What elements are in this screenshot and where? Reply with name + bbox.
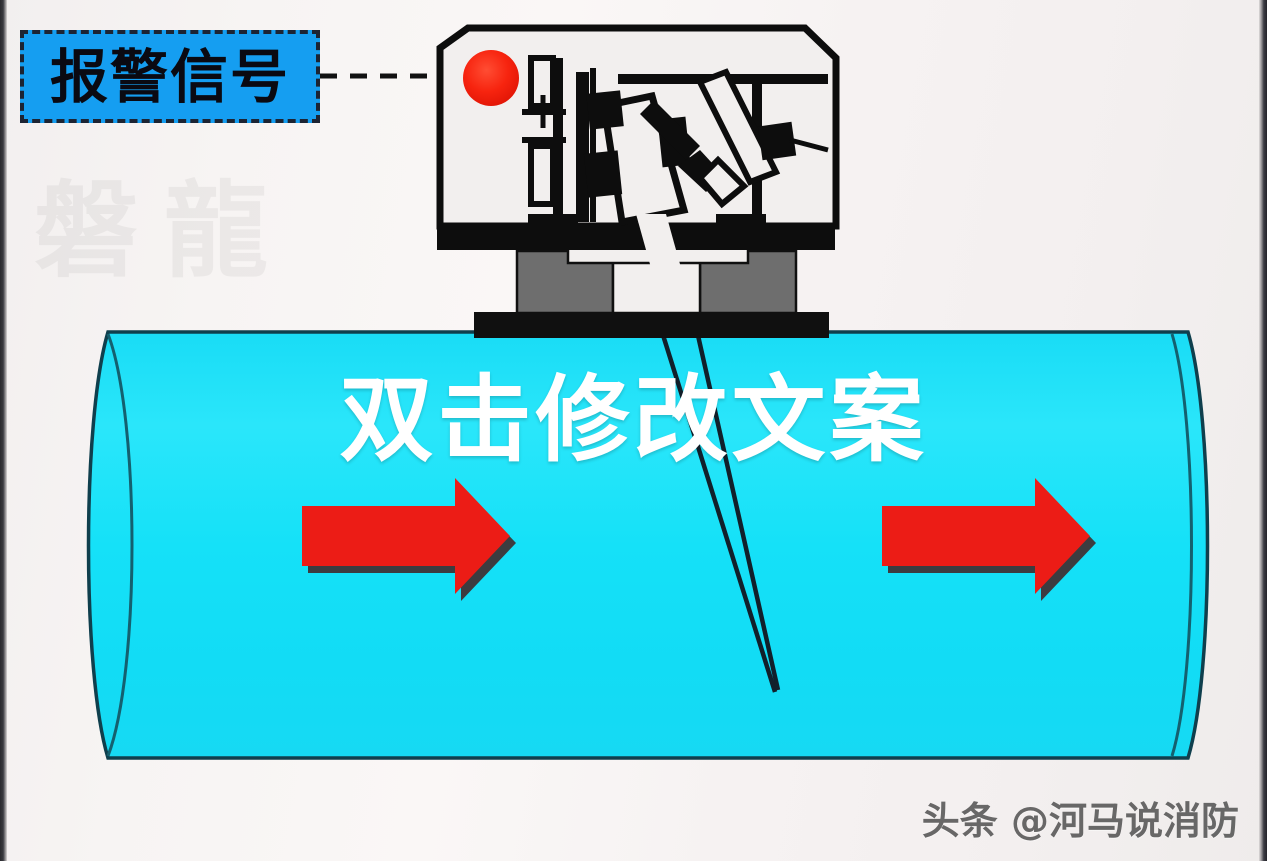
background-watermark-text: 磐龍 bbox=[34, 146, 294, 297]
device-base-plate bbox=[474, 312, 829, 338]
left-edge-border bbox=[0, 0, 7, 861]
caption-overlay-text[interactable]: 双击修改文案 bbox=[339, 366, 928, 475]
pipe-left-seam bbox=[106, 333, 134, 757]
probe-rods bbox=[649, 299, 781, 693]
pipe-body bbox=[86, 330, 1210, 760]
flow-arrow-right bbox=[882, 478, 1096, 601]
pipe-right-seam bbox=[1170, 333, 1193, 757]
device-flange bbox=[437, 226, 835, 250]
flow-arrow-left bbox=[302, 478, 516, 601]
alarm-signal-label: 报警信号 bbox=[20, 30, 320, 123]
alarm-signal-label-text: 报警信号 bbox=[49, 42, 290, 111]
alarm-indicator-light bbox=[463, 50, 519, 106]
pipe-group bbox=[86, 330, 1210, 760]
device-internal-mechanism bbox=[522, 55, 829, 300]
channel-watermark: 头条 @河马说消防 bbox=[921, 799, 1239, 843]
right-edge-border bbox=[1259, 0, 1267, 861]
